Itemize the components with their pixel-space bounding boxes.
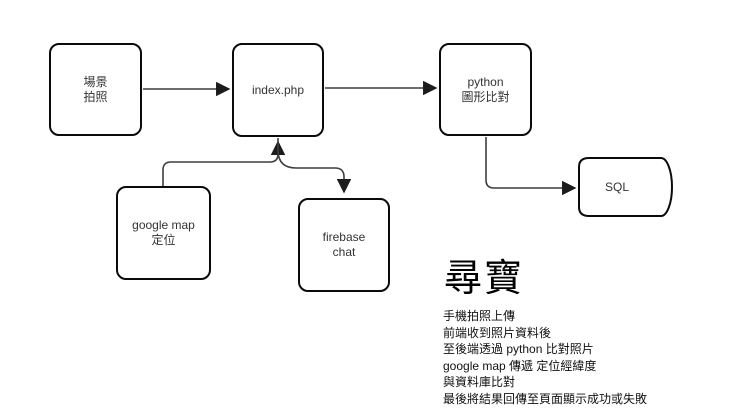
note-line: google map 傳遞 定位經緯度	[443, 358, 597, 373]
node-scene-photo: 場景 拍照	[49, 43, 142, 136]
node-index-php-label: index.php	[252, 83, 304, 98]
node-firebase-chat-line2: chat	[332, 245, 356, 259]
note-line: 與資料庫比對	[443, 375, 516, 389]
note-line: 最後將結果回傳至頁面顯示成功或失敗	[443, 391, 648, 406]
node-sql-label: SQL	[604, 180, 629, 194]
edge-python-to-sql	[485, 137, 577, 196]
node-google-map-line1: google map	[132, 218, 195, 232]
node-firebase-chat-line1: firebase	[322, 230, 366, 244]
node-scene-photo-label: 場景 拍照	[83, 75, 107, 105]
note-line: 前端收到照片資料後	[443, 325, 552, 340]
node-scene-photo-line2: 拍照	[83, 89, 108, 104]
node-python-match-line2: 圖形比對	[461, 89, 510, 104]
node-python-match-line1: python	[467, 74, 504, 89]
node-firebase-chat: firebase chat	[298, 198, 390, 292]
sql-cylinder-shape	[578, 157, 673, 217]
node-google-map-label: google map 定位	[132, 218, 195, 248]
node-firebase-chat-label: firebase chat	[323, 230, 366, 260]
edge-index-to-firebase	[277, 138, 352, 194]
node-index-php-line1: index.php	[251, 82, 305, 97]
node-scene-photo-line1: 場景	[83, 74, 108, 89]
notes-block: 手機拍照上傳 前端收到照片資料後 至後端透過 python 比對照片 googl…	[443, 308, 647, 407]
node-python-match-label: python 圖形比對	[461, 75, 509, 105]
node-google-map-line2: 定位	[151, 233, 176, 247]
note-line: 手機拍照上傳	[443, 309, 516, 323]
node-python-match: python 圖形比對	[439, 43, 532, 136]
note-line: 至後端透過 python 比對照片	[443, 342, 594, 356]
diagram-title: 尋寶	[444, 258, 525, 300]
node-index-php: index.php	[232, 43, 324, 137]
node-google-map: google map 定位	[116, 186, 211, 280]
edge-gmap-to-index	[162, 140, 286, 186]
